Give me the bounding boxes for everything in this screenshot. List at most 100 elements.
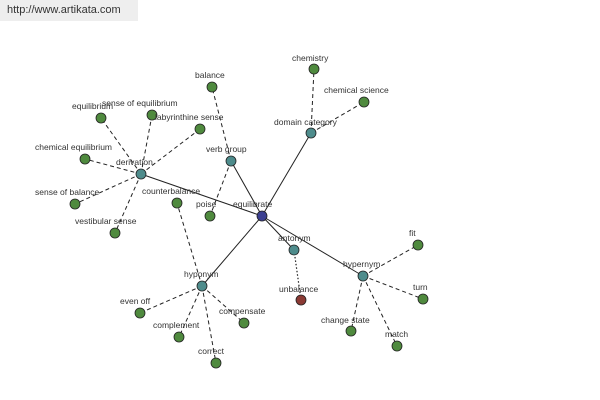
- edge-hyponym-to-even-off: [139, 285, 203, 314]
- node-label-derivation[interactable]: derivation: [116, 157, 153, 167]
- node-dot-compensate[interactable]: [238, 317, 250, 329]
- node-correct[interactable]: correct: [198, 346, 225, 369]
- node-label-labyrinthine-sense[interactable]: labyrinthine sense: [155, 112, 224, 122]
- edge-domain-category-to-chemistry: [310, 68, 315, 134]
- node-label-match[interactable]: match: [385, 329, 408, 339]
- node-unbalance[interactable]: unbalance: [279, 284, 319, 306]
- node-hypernym[interactable]: hypernym: [343, 259, 380, 282]
- node-verb-group[interactable]: verb group: [206, 144, 247, 167]
- node-label-fit[interactable]: fit: [409, 228, 416, 238]
- node-turn[interactable]: turn: [413, 282, 429, 305]
- node-match[interactable]: match: [385, 329, 408, 352]
- node-dot-labyrinthine-sense[interactable]: [194, 123, 206, 135]
- node-fit[interactable]: fit: [409, 228, 424, 251]
- edge-hyponym-to-complement: [178, 285, 203, 338]
- node-derivation[interactable]: derivation: [116, 157, 153, 180]
- node-label-chemical-science[interactable]: chemical science: [324, 85, 389, 95]
- node-label-hyponym[interactable]: hyponym: [184, 269, 219, 279]
- node-dot-vestibular-sense[interactable]: [109, 227, 121, 239]
- node-label-counterbalance[interactable]: counterbalance: [142, 186, 200, 196]
- node-dot-unbalance[interactable]: [295, 294, 307, 306]
- node-domain-category[interactable]: domain category: [274, 117, 338, 139]
- node-dot-verb-group[interactable]: [225, 155, 237, 167]
- node-dot-chemical-equilibrium[interactable]: [79, 153, 91, 165]
- node-label-change-state[interactable]: change state: [321, 315, 370, 325]
- node-label-even-off[interactable]: even off: [120, 296, 151, 306]
- node-dot-fit[interactable]: [412, 239, 424, 251]
- node-dot-change-state[interactable]: [345, 325, 357, 337]
- node-equilibrate[interactable]: equilibrate: [233, 199, 272, 222]
- node-hyponym[interactable]: hyponym: [184, 269, 219, 292]
- node-label-antonym[interactable]: antonym: [278, 233, 311, 243]
- node-label-equilibrium[interactable]: equilibrium: [72, 101, 113, 111]
- node-change-state[interactable]: change state: [321, 315, 370, 337]
- node-dot-turn[interactable]: [417, 293, 429, 305]
- edge-equilibrate-to-hyponym: [201, 215, 263, 287]
- edge-hypernym-to-fit: [362, 244, 419, 277]
- node-dot-equilibrium[interactable]: [95, 112, 107, 124]
- node-vestibular-sense[interactable]: vestibular sense: [75, 216, 137, 239]
- node-label-turn[interactable]: turn: [413, 282, 428, 292]
- node-chemical-science[interactable]: chemical science: [324, 85, 389, 108]
- edge-verb-group-to-balance: [211, 86, 232, 162]
- node-dot-poise[interactable]: [204, 210, 216, 222]
- node-dot-hypernym[interactable]: [357, 270, 369, 282]
- edge-equilibrate-to-derivation: [140, 173, 263, 217]
- node-chemistry[interactable]: chemistry: [292, 53, 329, 75]
- node-label-complement[interactable]: complement: [153, 320, 200, 330]
- node-balance[interactable]: balance: [195, 70, 225, 93]
- node-label-equilibrate[interactable]: equilibrate: [233, 199, 272, 209]
- edge-hyponym-to-counterbalance: [176, 202, 203, 287]
- node-complement[interactable]: complement: [153, 320, 200, 343]
- node-dot-domain-category[interactable]: [305, 127, 317, 139]
- node-label-correct[interactable]: correct: [198, 346, 225, 356]
- node-dot-chemistry[interactable]: [308, 63, 320, 75]
- node-compensate[interactable]: compensate: [219, 306, 266, 329]
- node-label-sense-of-balance[interactable]: sense of balance: [35, 187, 100, 197]
- node-dot-antonym[interactable]: [288, 244, 300, 256]
- edge-domain-category-to-chemical-science: [310, 101, 365, 134]
- edge-equilibrate-to-domain-category: [261, 132, 312, 217]
- node-dot-derivation[interactable]: [135, 168, 147, 180]
- graph-edges: [74, 68, 424, 364]
- node-dot-correct[interactable]: [210, 357, 222, 369]
- node-label-chemical-equilibrium[interactable]: chemical equilibrium: [35, 142, 112, 152]
- node-label-hypernym[interactable]: hypernym: [343, 259, 380, 269]
- node-label-balance[interactable]: balance: [195, 70, 225, 80]
- node-label-sense-of-equilibrium[interactable]: sense of equilibrium: [102, 98, 178, 108]
- site-url[interactable]: http://www.artikata.com: [7, 4, 121, 16]
- node-dot-balance[interactable]: [206, 81, 218, 93]
- edge-equilibrate-to-verb-group: [230, 160, 263, 217]
- edge-hyponym-to-correct: [201, 285, 217, 364]
- edge-hypernym-to-change-state: [350, 275, 364, 332]
- node-antonym[interactable]: antonym: [278, 233, 311, 256]
- node-equilibrium[interactable]: equilibrium: [72, 101, 113, 124]
- node-dot-sense-of-equilibrium[interactable]: [146, 109, 158, 121]
- node-dot-even-off[interactable]: [134, 307, 146, 319]
- node-label-domain-category[interactable]: domain category: [274, 117, 338, 127]
- node-label-chemistry[interactable]: chemistry: [292, 53, 329, 63]
- edge-equilibrate-to-hypernym: [261, 215, 364, 277]
- edge-derivation-to-vestibular-sense: [114, 173, 142, 234]
- node-label-vestibular-sense[interactable]: vestibular sense: [75, 216, 137, 226]
- node-label-verb-group[interactable]: verb group: [206, 144, 247, 154]
- edge-verb-group-to-poise: [209, 160, 232, 217]
- node-sense-of-equilibrium[interactable]: sense of equilibrium: [102, 98, 178, 121]
- node-chemical-equilibrium[interactable]: chemical equilibrium: [35, 142, 112, 165]
- node-label-unbalance[interactable]: unbalance: [279, 284, 319, 294]
- node-labyrinthine-sense[interactable]: labyrinthine sense: [155, 112, 224, 135]
- node-dot-complement[interactable]: [173, 331, 185, 343]
- node-dot-counterbalance[interactable]: [171, 197, 183, 209]
- node-dot-match[interactable]: [391, 340, 403, 352]
- node-poise[interactable]: poise: [196, 199, 217, 222]
- node-dot-hyponym[interactable]: [196, 280, 208, 292]
- node-label-poise[interactable]: poise: [196, 199, 217, 209]
- node-dot-equilibrate[interactable]: [256, 210, 268, 222]
- node-label-compensate[interactable]: compensate: [219, 306, 266, 316]
- node-sense-of-balance[interactable]: sense of balance: [35, 187, 100, 210]
- node-counterbalance[interactable]: counterbalance: [142, 186, 200, 209]
- node-dot-sense-of-balance[interactable]: [69, 198, 81, 210]
- node-even-off[interactable]: even off: [120, 296, 151, 319]
- node-dot-chemical-science[interactable]: [358, 96, 370, 108]
- edge-derivation-to-sense-of-balance: [74, 173, 142, 205]
